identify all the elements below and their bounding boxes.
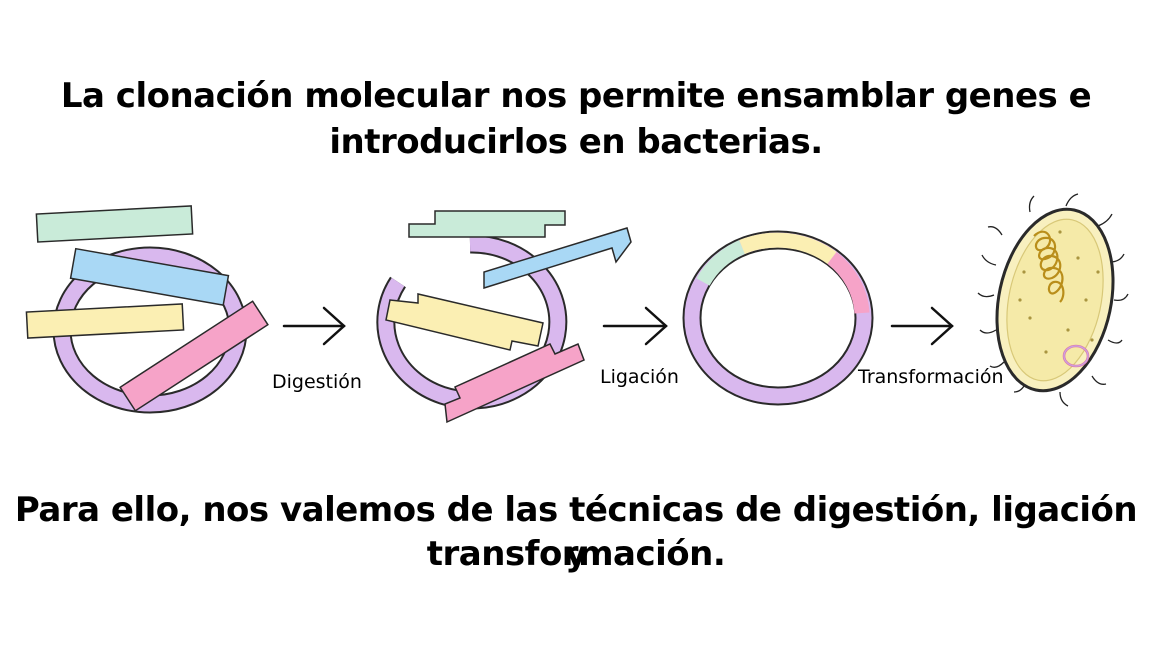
label-ligation: Ligación bbox=[600, 366, 679, 388]
gene-fragment-blue bbox=[69, 247, 230, 307]
digested-fragment-yellow bbox=[385, 293, 544, 351]
footer-line-1: Para ello, nos valemos de las técnicas d… bbox=[14, 490, 1138, 574]
footer-line-2: transformación. bbox=[426, 534, 726, 574]
label-transformation: Transformación bbox=[857, 366, 1004, 388]
stage-recombinant-plasmid bbox=[682, 230, 874, 406]
title-line-1: La clonación molecular nos permite ensam… bbox=[60, 76, 1092, 116]
bacterium-cytoplasm bbox=[1006, 218, 1104, 382]
insert-yellow bbox=[739, 232, 837, 265]
arrow-ligation bbox=[602, 306, 668, 346]
bacterium-cell bbox=[977, 193, 1129, 407]
stage-intact-plasmid bbox=[25, 205, 269, 414]
gene-fragment-green bbox=[35, 205, 194, 243]
stage-digested-plasmid bbox=[376, 210, 632, 424]
gene-fragment-pink bbox=[119, 300, 269, 412]
title-line-2: introducirlos en bacterias. bbox=[329, 122, 823, 162]
recombinant-plasmid-inside-inner bbox=[1063, 345, 1089, 367]
insert-pink bbox=[827, 252, 870, 314]
digested-fragment-green bbox=[408, 210, 566, 238]
digested-fragment-blue bbox=[483, 227, 632, 290]
cloning-diagram: Digestión Ligación Transformación bbox=[25, 193, 1129, 424]
digested-fragment-pink bbox=[444, 342, 585, 424]
gene-fragment-yellow bbox=[25, 303, 185, 339]
insert-green bbox=[696, 240, 746, 286]
bacterial-chromosome bbox=[1033, 230, 1065, 303]
arrow-transformation bbox=[890, 306, 954, 346]
ribosome-dots bbox=[1018, 230, 1100, 354]
label-digestion: Digestión bbox=[272, 371, 362, 393]
arrow-digestion bbox=[282, 306, 346, 346]
